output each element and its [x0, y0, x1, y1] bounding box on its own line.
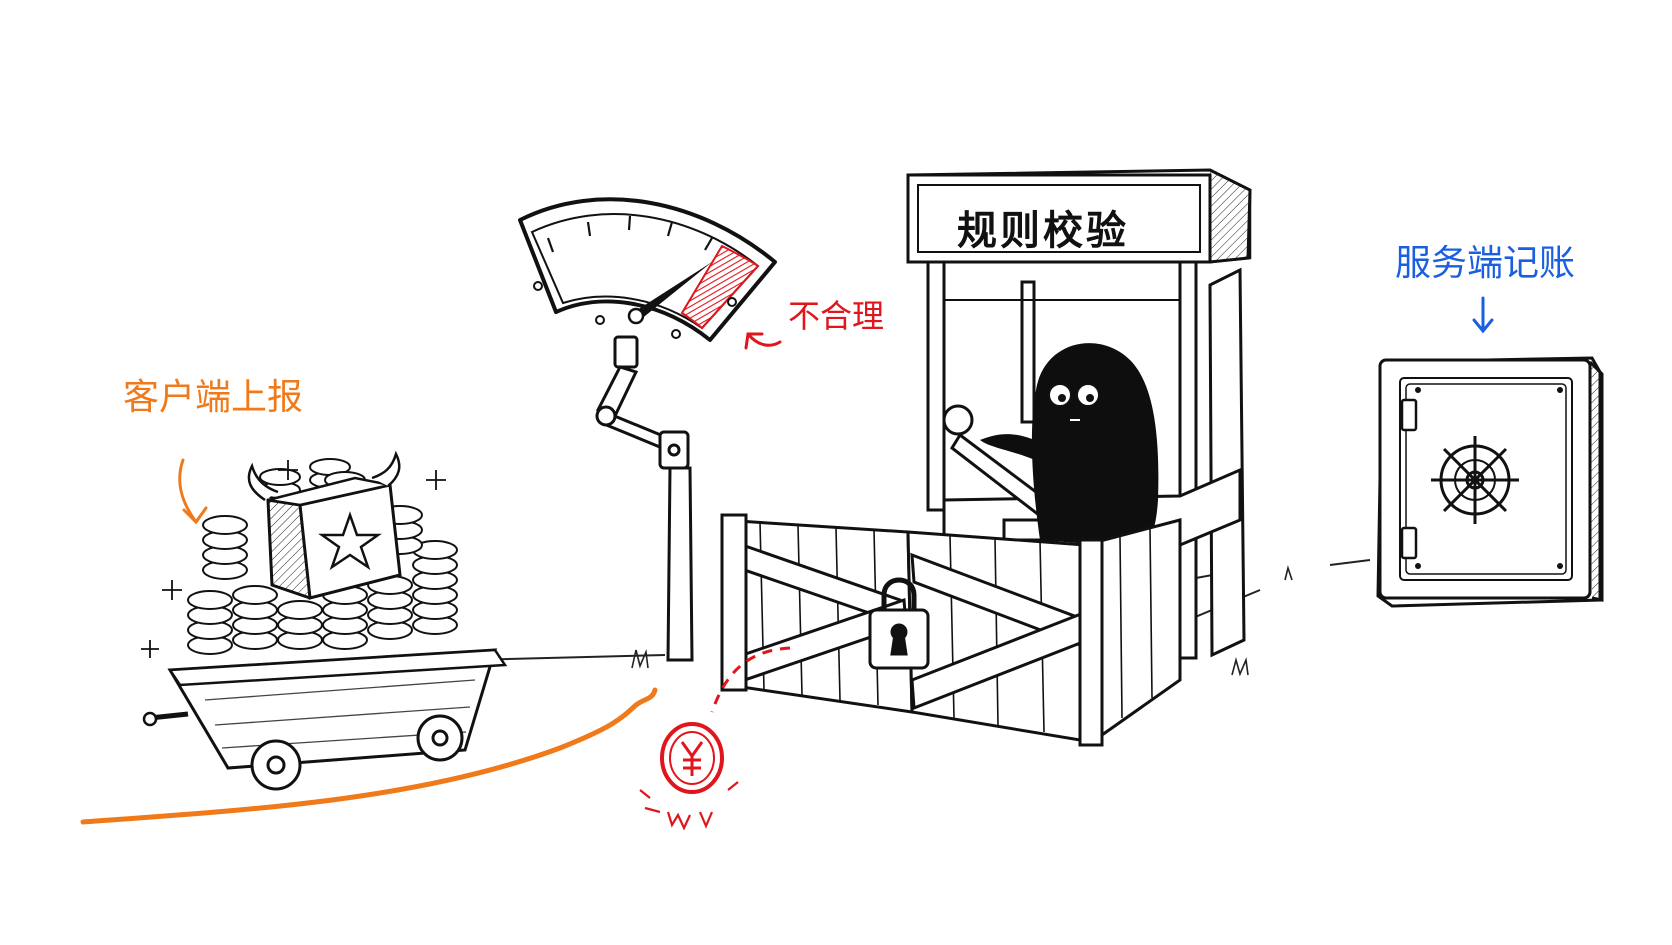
gauge-needle — [634, 262, 712, 320]
server-label-arrow — [1472, 296, 1494, 334]
client-label-arrow — [178, 458, 208, 525]
unreasonable-arrow — [744, 332, 782, 350]
client-flow-arrow — [80, 687, 658, 825]
coin-cart — [141, 450, 508, 791]
rule-check-sign-label: 规则校验 — [957, 207, 1129, 254]
padlock-icon — [868, 577, 930, 670]
gatekeeper-character — [980, 343, 1159, 548]
client-report-label: 客户端上报 — [123, 377, 304, 418]
server-safe — [1376, 356, 1604, 608]
locked-gate — [720, 513, 1182, 747]
reject-trajectory — [710, 646, 791, 713]
unreasonable-label: 不合理 — [788, 297, 885, 335]
rejected-yuan-coin-icon — [639, 722, 739, 831]
server-ledger-label: 服务端记账 — [1395, 243, 1576, 284]
validation-gauge — [518, 197, 777, 662]
